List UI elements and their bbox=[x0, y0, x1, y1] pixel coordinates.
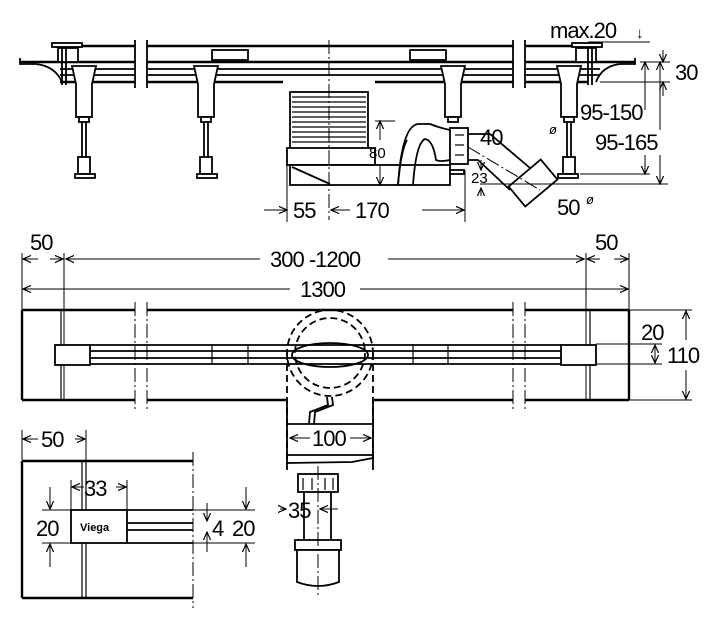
detail-bars bbox=[127, 509, 193, 544]
dim-110: 110 bbox=[667, 343, 700, 368]
side-view: max.20 ↓ 30 95-150 95-165 80 40 ø bbox=[19, 18, 699, 223]
outlet-elbow bbox=[449, 127, 559, 208]
diameter-symbol: ø bbox=[549, 122, 557, 137]
arrow-down-glyph: ↓ bbox=[636, 25, 644, 42]
viega-logo-plate: Viega bbox=[70, 509, 128, 544]
adjustable-foot bbox=[555, 65, 583, 179]
dim-detail-20-left: 20 bbox=[36, 516, 59, 541]
diameter-symbol: ø bbox=[586, 192, 594, 207]
mounting-clip bbox=[409, 49, 447, 61]
dim-4: 4 bbox=[212, 516, 224, 541]
drain-body bbox=[286, 40, 451, 220]
side-dimensions: max.20 ↓ 30 95-150 95-165 80 40 ø bbox=[264, 18, 699, 223]
dim-170: 170 bbox=[355, 198, 389, 223]
dim-95-165: 95-165 bbox=[595, 130, 658, 155]
dim-50-diameter: 50 bbox=[557, 195, 580, 220]
dim-80: 80 bbox=[369, 145, 386, 162]
end-cap-left bbox=[51, 42, 83, 85]
dim-1300: 1300 bbox=[300, 277, 346, 302]
dim-30: 30 bbox=[675, 60, 698, 85]
adjustable-foot bbox=[70, 65, 98, 179]
adjustable-foot bbox=[439, 65, 467, 175]
dim-detail-20-right: 20 bbox=[232, 516, 255, 541]
channel-profile bbox=[19, 40, 636, 88]
dim-end-left-50: 50 bbox=[30, 230, 53, 255]
dim-23: 23 bbox=[471, 170, 488, 187]
outlet-housing: 100 bbox=[286, 396, 374, 464]
dim-95-150: 95-150 bbox=[580, 100, 643, 125]
top-view: 50 300 -1200 50 1300 bbox=[20, 230, 701, 595]
dim-100: 100 bbox=[312, 426, 346, 451]
dim-40: 40 bbox=[480, 125, 503, 150]
dim-55: 55 bbox=[293, 198, 316, 223]
mounting-clip bbox=[211, 49, 249, 61]
dim-33: 33 bbox=[84, 476, 107, 501]
viega-logo: Viega bbox=[80, 522, 110, 534]
end-cap-right bbox=[571, 42, 603, 85]
dim-35: 35 bbox=[288, 498, 311, 523]
grate bbox=[54, 344, 597, 366]
dim-300-1200: 300 -1200 bbox=[270, 247, 361, 272]
dim-max-20: max.20 bbox=[550, 18, 617, 43]
vertical-outlet-pipe: 35 bbox=[280, 466, 342, 595]
adjustable-foot bbox=[192, 65, 220, 179]
dim-20-slot: 20 bbox=[641, 320, 664, 345]
flexible-hose bbox=[397, 123, 451, 186]
detail-view: 50 33 Viega 20 bbox=[20, 427, 256, 608]
dim-end-right-50: 50 bbox=[595, 230, 618, 255]
dim-detail-50: 50 bbox=[41, 427, 64, 452]
